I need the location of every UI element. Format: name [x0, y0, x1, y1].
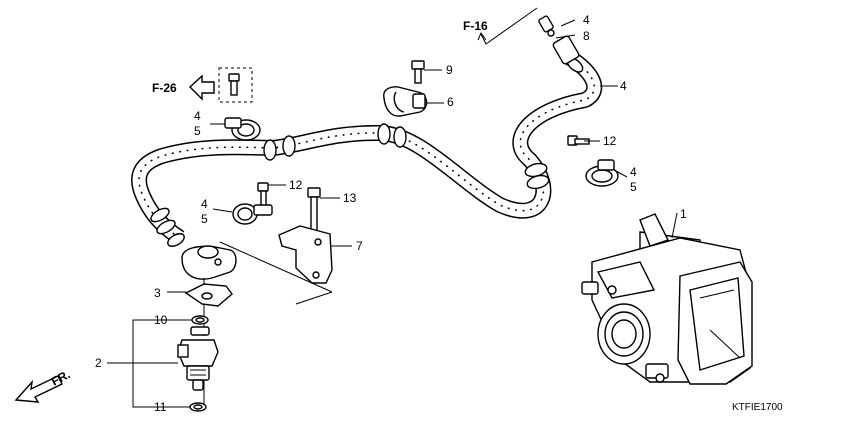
injector-2: [177, 326, 219, 391]
fuel-hose: [131, 47, 603, 245]
diagram-code: KTFIE1700: [732, 402, 783, 413]
callout-8: 8: [583, 29, 590, 43]
o-ring-10: [191, 315, 209, 325]
bolt-9: [411, 60, 425, 84]
callout-2: 2: [95, 356, 102, 370]
clamp-right: [567, 135, 619, 187]
clamp-middle: [232, 182, 273, 225]
throttle-body-1: [581, 213, 753, 385]
f16-reference: F-16: [463, 7, 538, 45]
callout-12-middle: 12: [289, 178, 303, 192]
injector-joint: [181, 245, 237, 280]
hose-fittings: [150, 57, 584, 247]
callout-labels: 1 2 3 4 8 4 4 5 4 5 4 5 6 7 9 10 11 12 1…: [95, 13, 687, 414]
callout-7: 7: [356, 239, 363, 253]
o-ring-11: [189, 402, 207, 412]
quick-connector: [538, 15, 580, 65]
f26-label: F-26: [152, 81, 177, 95]
callout-5-upper-left: 5: [194, 124, 201, 138]
leader-lines: [107, 19, 678, 408]
callout-5-right: 5: [630, 180, 637, 194]
callout-5-middle: 5: [201, 212, 208, 226]
callout-12-right: 12: [603, 134, 617, 148]
callout-10: 10: [154, 313, 168, 327]
callout-11: 11: [154, 400, 167, 414]
callout-3: 3: [154, 286, 161, 300]
plate-3: [184, 283, 233, 307]
callout-4-right: 4: [630, 165, 637, 179]
clamp-upper-left: [224, 73, 261, 141]
callout-4-upper-left: 4: [194, 109, 201, 123]
callout-6: 6: [447, 95, 454, 109]
clamp-6: [383, 86, 428, 117]
callout-1: 1: [680, 207, 687, 221]
callout-4-hose: 4: [620, 79, 627, 93]
callout-4-middle: 4: [201, 197, 208, 211]
bracket-7: [278, 225, 333, 284]
callout-4-top: 4: [583, 13, 590, 27]
callout-9: 9: [446, 63, 453, 77]
callout-13: 13: [343, 191, 357, 205]
front-direction-arrow: FR.: [14, 367, 72, 403]
f16-label: F-16: [463, 19, 488, 33]
f26-reference: F-26: [152, 67, 253, 103]
